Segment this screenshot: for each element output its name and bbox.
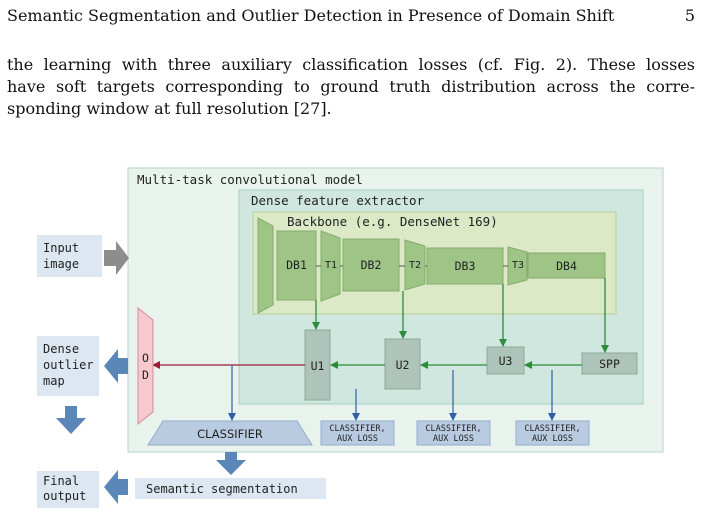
stem-block [257,217,274,314]
dense-block-2 [342,238,400,292]
dense-block-4-label: DB4 [556,259,577,273]
classifier-down-arrow-icon [216,452,246,475]
aux-loss-1-line-1: CLASSIFIER, [329,424,385,434]
semantic-segmentation-box [135,478,326,499]
dense-block-4 [527,252,606,279]
input-label-line-1: Input [43,241,79,255]
running-title: Semantic Segmentation and Outlier Detect… [7,6,615,25]
upsample-u3 [486,346,525,375]
outlier-detector-od [137,306,154,426]
od-letter-d: D [142,368,149,382]
aux-loss-3-line-2: AUX LOSS [532,434,573,444]
outlier-label-line-2: outlier [43,358,94,372]
aux-loss-box-1 [320,420,395,446]
aux-loss-2-line-2: AUX LOSS [433,434,474,444]
running-head: Semantic Segmentation and Outlier Detect… [7,6,695,28]
dense-block-3 [426,247,504,285]
body-line-3: sponding window at full resolution [27]. [7,99,332,118]
transition-2 [404,239,426,291]
backbone-title: Backbone (e.g. DenseNet 169) [287,214,498,229]
dense-block-1-label: DB1 [286,258,307,272]
final-label-line-2: output [43,489,86,503]
od-letter-o: O [142,351,149,365]
model-title: Multi-task convolutional model [137,172,363,187]
aux-loss-box-3 [515,420,590,446]
transition-3 [507,246,528,286]
upsample-u3-label: U3 [499,354,513,368]
classifier-label: CLASSIFIER [197,427,263,441]
spp-module [581,352,638,375]
aux-loss-1-line-2: AUX LOSS [337,434,378,444]
outlier-label-line-1: Dense [43,342,79,356]
transition-2-label: T2 [409,260,421,271]
final-label-line-1: Final [43,474,79,488]
final-arrow-icon [104,470,128,504]
extractor-title: Dense feature extractor [251,193,425,208]
aux-loss-3-line-1: CLASSIFIER, [524,424,580,434]
transition-1-label: T1 [325,260,337,271]
input-image-label-box [37,235,102,277]
transition-1 [320,230,341,302]
outlier-label-line-3: map [43,374,65,388]
upsample-u1 [304,329,331,401]
body-line-2: have soft targets corresponding to groun… [7,77,695,96]
dense-block-3-label: DB3 [455,259,476,273]
semantic-segmentation-label: Semantic segmentation [146,482,298,496]
input-label-line-2: image [43,257,79,271]
input-arrow-icon [104,241,129,275]
aux-loss-2-line-1: CLASSIFIER, [425,424,481,434]
classifier-block [147,420,313,446]
outlier-map-label-box [37,336,99,396]
body-line-1: the learning with three auxiliary classi… [7,55,695,74]
upsample-u2-label: U2 [396,358,410,372]
body-paragraph: the learning with three auxiliary classi… [7,54,695,120]
dense-block-1 [276,230,317,301]
page-number: 5 [684,6,695,25]
spp-label: SPP [599,357,620,371]
dense-block-2-label: DB2 [361,258,382,272]
upsample-u1-label: U1 [311,359,325,373]
aux-loss-box-2 [416,420,491,446]
outlier-arrow-icon [104,349,128,383]
transition-3-label: T3 [512,260,524,271]
final-output-label-box [37,471,99,508]
down-arrow-icon [56,406,86,434]
